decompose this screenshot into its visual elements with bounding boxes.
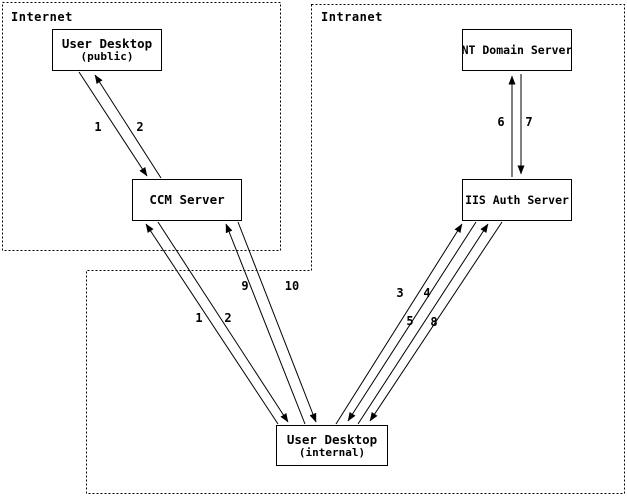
internet-zone-label: Internet: [11, 10, 73, 24]
node-iis-auth-server: IIS Auth Server: [462, 179, 572, 221]
edge-label-6: 6: [497, 114, 505, 129]
edge-10-ccm-to-internal: [237, 221, 317, 423]
edge-label-1-public: 1: [94, 119, 102, 134]
edge-label-3: 3: [396, 285, 404, 300]
node-label: User Desktop: [61, 36, 153, 51]
node-sublabel: (public): [80, 50, 134, 63]
edge-label-1-internal: 1: [195, 310, 203, 325]
node-user-desktop-internal: User Desktop (internal): [276, 425, 388, 466]
edge-label-5: 5: [406, 313, 414, 328]
node-label: User Desktop: [286, 431, 378, 447]
edge-label-2-public: 2: [136, 119, 144, 134]
node-label: CCM Server: [149, 192, 225, 207]
edge-label-4: 4: [423, 285, 431, 300]
node-label: IIS Auth Server: [465, 193, 569, 207]
node-user-desktop-public: User Desktop (public): [52, 29, 162, 71]
intranet-zone-label: Intranet: [321, 10, 383, 24]
edge-label-7: 7: [525, 114, 533, 129]
edge-label-9: 9: [241, 278, 249, 293]
edge-label-2-internal: 2: [224, 310, 232, 325]
edge-1-internal-to-ccm: [145, 223, 279, 425]
node-sublabel: (internal): [298, 445, 366, 459]
intranet-zone-outline: [86, 4, 625, 494]
node-ccm-server: CCM Server: [132, 179, 242, 221]
node-label: NT Domain Server: [461, 43, 573, 57]
edge-label-10: 10: [284, 278, 300, 293]
node-nt-domain-server: NT Domain Server: [462, 29, 572, 71]
edge-5-internal-to-iis: [357, 223, 489, 425]
edge-label-8: 8: [430, 314, 438, 329]
